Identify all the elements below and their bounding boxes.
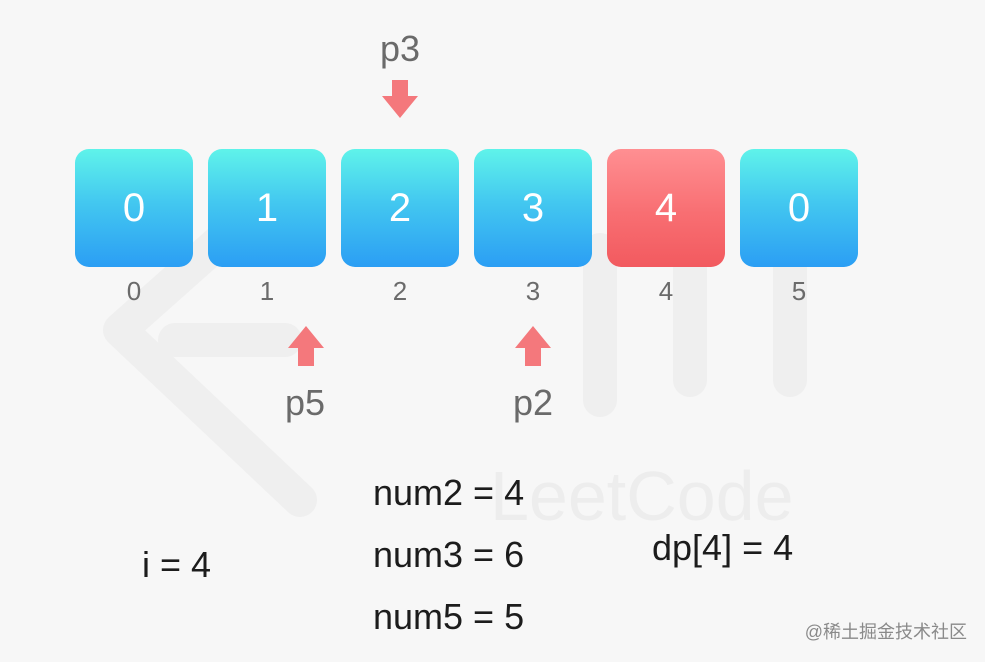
index-label-4: 4 xyxy=(658,276,674,306)
index-label-5: 5 xyxy=(791,276,807,306)
cell-value-4: 4 xyxy=(654,185,678,230)
var-num5: num5 = 5 xyxy=(373,596,525,637)
pointer-p2-label: p2 xyxy=(512,382,554,423)
pointer-p2-up-arrow-icon xyxy=(515,326,551,366)
index-label-1: 1 xyxy=(259,276,275,306)
pointer-p3-label: p3 xyxy=(379,28,421,69)
cell-value-1: 1 xyxy=(255,185,279,230)
var-num3: num3 = 6 xyxy=(373,534,525,575)
array-cell-0: 0 xyxy=(75,149,193,267)
array-cell-1: 1 xyxy=(208,149,326,267)
watermark-text: LeetCode xyxy=(490,457,794,535)
pointer-p3-down-arrow-icon xyxy=(382,80,418,118)
cell-value-5: 0 xyxy=(787,185,811,230)
index-label-2: 2 xyxy=(392,276,408,306)
cell-value-2: 2 xyxy=(388,185,412,230)
index-label-3: 3 xyxy=(525,276,541,306)
pointer-p5-label: p5 xyxy=(284,382,326,423)
index-label-0: 0 xyxy=(126,276,142,306)
cell-value-3: 3 xyxy=(521,185,545,230)
cell-value-0: 0 xyxy=(122,185,146,230)
source-credit: @稀土掘金技术社区 xyxy=(804,622,967,642)
var-dp: dp[4] = 4 xyxy=(652,527,794,568)
var-num2: num2 = 4 xyxy=(373,472,525,513)
array-cell-4-current: 4 xyxy=(607,149,725,267)
array-cell-2: 2 xyxy=(341,149,459,267)
array-cell-3: 3 xyxy=(474,149,592,267)
pointer-p5-up-arrow-icon xyxy=(288,326,324,366)
var-i: i = 4 xyxy=(142,544,212,585)
array-cell-5: 0 xyxy=(740,149,858,267)
